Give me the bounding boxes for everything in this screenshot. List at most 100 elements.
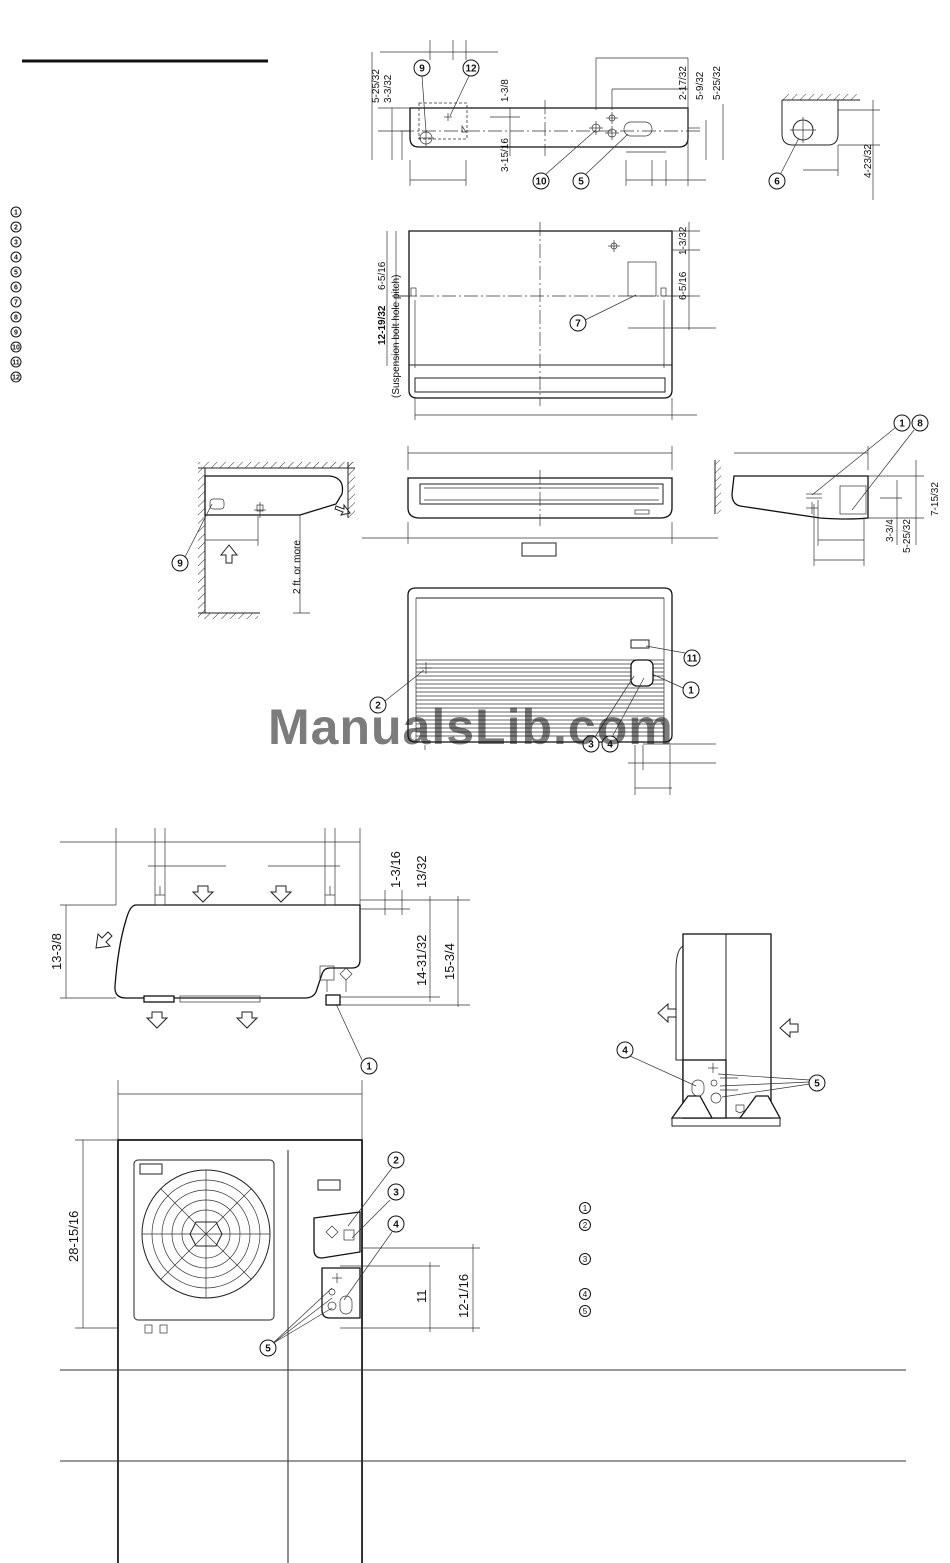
valve-icon bbox=[319, 965, 353, 992]
bolt-icon bbox=[324, 886, 336, 906]
svg-text:2: 2 bbox=[375, 701, 381, 712]
indoor-front-elevation bbox=[362, 446, 718, 557]
callout-11: 11 bbox=[683, 649, 701, 667]
airflow-out-icon bbox=[334, 503, 351, 516]
svg-text:8: 8 bbox=[14, 315, 18, 322]
svg-text:1: 1 bbox=[14, 210, 18, 217]
svg-text:8: 8 bbox=[917, 419, 923, 430]
callout-5: 5 bbox=[572, 172, 590, 190]
svg-text:5-9/32: 5-9/32 bbox=[695, 71, 706, 100]
svg-text:9: 9 bbox=[14, 330, 18, 337]
svg-text:11: 11 bbox=[12, 360, 20, 367]
airflow-down-icon bbox=[191, 885, 215, 903]
outdoor-side-view: 1-3/16 13/32 13-3/8 14-31/32 15-3/4 1 bbox=[49, 828, 470, 1075]
svg-text:11: 11 bbox=[414, 1290, 429, 1304]
svg-text:5: 5 bbox=[578, 177, 584, 188]
svg-text:12-1/16: 12-1/16 bbox=[456, 1274, 471, 1318]
svg-text:13-3/8: 13-3/8 bbox=[49, 933, 64, 970]
svg-text:6: 6 bbox=[14, 285, 18, 292]
svg-text:3-15/16: 3-15/16 bbox=[500, 138, 511, 172]
svg-text:2 ft. or more: 2 ft. or more bbox=[292, 540, 303, 594]
svg-text:10: 10 bbox=[535, 177, 547, 188]
legend-left-item: 1 bbox=[10, 206, 22, 218]
callout-1: 1 bbox=[360, 1057, 378, 1075]
legend-right-item: 2 bbox=[579, 1219, 591, 1231]
knockout-icon bbox=[444, 113, 467, 133]
svg-text:3: 3 bbox=[583, 1255, 588, 1264]
legend-left-item: 5 bbox=[10, 266, 22, 278]
svg-text:12: 12 bbox=[12, 375, 20, 382]
svg-text:6: 6 bbox=[774, 177, 780, 188]
fan-icon bbox=[141, 1169, 271, 1299]
indoor-side-view-right: 7-15/32 3-3/4 5-25/32 1 8 bbox=[714, 414, 941, 566]
indoor-plan-view: 1-3/32 6-5/16 6-5/16 12-19/32 (Suspensio… bbox=[377, 222, 716, 420]
legend-left-item: 4 bbox=[10, 251, 22, 263]
svg-text:1: 1 bbox=[366, 1062, 372, 1073]
legend-left-item: 12 bbox=[10, 371, 22, 383]
legend-left-item: 6 bbox=[10, 281, 22, 293]
watermark: ManualsLib.com bbox=[268, 699, 674, 755]
bolt-icon bbox=[154, 886, 166, 906]
svg-text:3: 3 bbox=[393, 1188, 399, 1199]
legend-left-item: 8 bbox=[10, 311, 22, 323]
svg-text:1: 1 bbox=[583, 1204, 588, 1213]
callout-3: 3 bbox=[582, 735, 600, 753]
svg-text:4: 4 bbox=[393, 1220, 399, 1231]
legend-right-item: 4 bbox=[579, 1288, 591, 1300]
drain-port-icon bbox=[327, 1273, 353, 1315]
callout-5: 5 bbox=[808, 1074, 826, 1092]
svg-text:4: 4 bbox=[583, 1290, 588, 1299]
svg-text:6-5/16: 6-5/16 bbox=[678, 271, 689, 300]
callout-10: 10 bbox=[532, 172, 550, 190]
airflow-in-icon bbox=[219, 544, 239, 564]
outdoor-end-view: 4 5 bbox=[616, 933, 826, 1127]
legend-left: 1 2 3 4 5 6 7 8 9 10 11 12 bbox=[10, 206, 22, 383]
svg-text:14-31/32: 14-31/32 bbox=[414, 935, 429, 986]
fitting-icon bbox=[806, 502, 818, 514]
valve-icon bbox=[325, 1225, 355, 1241]
svg-text:5: 5 bbox=[814, 1079, 820, 1090]
airflow-down-icon bbox=[235, 1011, 259, 1029]
legend-left-item: 11 bbox=[10, 356, 22, 368]
svg-text:12: 12 bbox=[465, 64, 477, 75]
callout-9: 9 bbox=[413, 59, 431, 77]
svg-text:6-5/16: 6-5/16 bbox=[377, 261, 388, 290]
callout-9: 9 bbox=[171, 554, 189, 572]
svg-text:7-15/32: 7-15/32 bbox=[930, 482, 941, 516]
valve-icon bbox=[420, 662, 432, 674]
svg-text:5: 5 bbox=[265, 1344, 271, 1355]
legend-right-item: 1 bbox=[579, 1202, 591, 1214]
svg-text:12-19/32: 12-19/32 bbox=[377, 305, 388, 345]
legend-left-item: 7 bbox=[10, 296, 22, 308]
svg-text:5-25/32: 5-25/32 bbox=[712, 66, 723, 100]
svg-text:2: 2 bbox=[393, 1156, 399, 1167]
svg-text:3-3/4: 3-3/4 bbox=[885, 519, 896, 542]
indoor-front-view: 11 2 1 3 4 bbox=[369, 587, 716, 795]
svg-text:2: 2 bbox=[14, 225, 18, 232]
svg-text:1-3/8: 1-3/8 bbox=[500, 79, 511, 102]
svg-text:3: 3 bbox=[588, 740, 594, 751]
airflow-left-icon bbox=[657, 1002, 677, 1024]
legend-left-item: 9 bbox=[10, 326, 22, 338]
callout-12: 12 bbox=[462, 59, 480, 77]
svg-text:5-25/32: 5-25/32 bbox=[902, 519, 913, 553]
legend-right-item: 3 bbox=[579, 1253, 591, 1265]
svg-text:5: 5 bbox=[583, 1307, 588, 1316]
indoor-installation-view: 2 ft. or more 9 bbox=[171, 462, 355, 619]
drain-port-icon bbox=[691, 1063, 745, 1114]
svg-text:9: 9 bbox=[419, 64, 425, 75]
svg-text:7: 7 bbox=[14, 300, 18, 307]
airflow-down-icon bbox=[145, 1011, 169, 1029]
callout-5: 5 bbox=[259, 1339, 277, 1357]
airflow-left-icon bbox=[95, 931, 113, 949]
svg-text:13/32: 13/32 bbox=[414, 855, 429, 888]
callout-4: 4 bbox=[601, 735, 619, 753]
svg-text:1: 1 bbox=[688, 686, 694, 697]
svg-text:7: 7 bbox=[575, 319, 581, 330]
callout-2: 2 bbox=[369, 696, 387, 714]
callout-7: 7 bbox=[569, 314, 587, 332]
legend-left-item: 10 bbox=[10, 341, 22, 353]
callout-2: 2 bbox=[387, 1151, 405, 1169]
svg-text:3-3/32: 3-3/32 bbox=[383, 74, 394, 103]
